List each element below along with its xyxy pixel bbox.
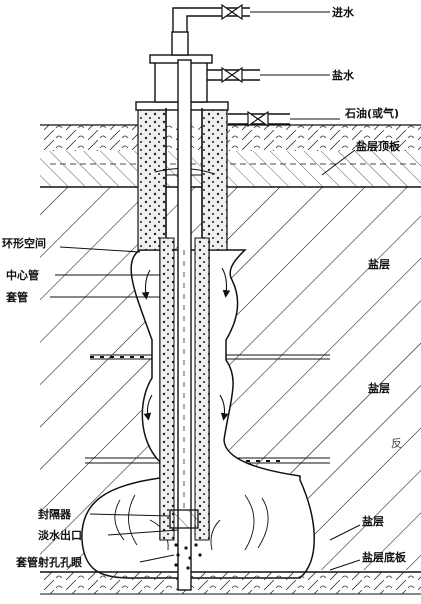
flow-arrows [141,267,231,421]
label-casing-perforations: 套管射孔孔眼 [16,555,82,569]
label-salt-roof: 盐层顶板 [356,139,401,153]
perforated-casing [159,237,210,541]
label-center-tube: 中心管 [6,268,39,282]
brine-outlet-pipe [207,66,330,84]
cement-sheath [137,107,228,251]
label-annulus: 环形空间 [2,236,46,250]
label-oil-gas: 石油(或气) [344,106,399,120]
perforation-holes [174,543,202,570]
label-fresh-water-outlet: 淡水出口 [38,528,82,542]
label-brine: 盐水 [332,68,355,82]
labels: 进水 盐水 石油(或气) 盐层顶板 环形空间 中心管 套管 盐层 盐层 反 封隔… [2,5,407,569]
oil-gas-pipe [228,110,340,128]
label-salt-layer-1: 盐层 [368,257,390,271]
label-salt-layer-2: 盐层 [368,381,390,395]
water-inlet-pipe [172,3,330,32]
salt-floor [40,571,421,595]
salt-roof-band [40,151,421,188]
leader-lines [50,149,361,571]
label-casing: 套管 [6,290,28,304]
center-tube [177,59,192,591]
label-water-in: 进水 [332,5,355,19]
surface-ground [40,124,421,151]
packer [169,509,199,529]
label-salt-layer-3: 盐层 [362,514,384,528]
label-packer: 封隔器 [38,507,72,521]
label-faint-mark: 反 [391,437,402,450]
label-salt-floor: 盐层底板 [362,550,407,564]
